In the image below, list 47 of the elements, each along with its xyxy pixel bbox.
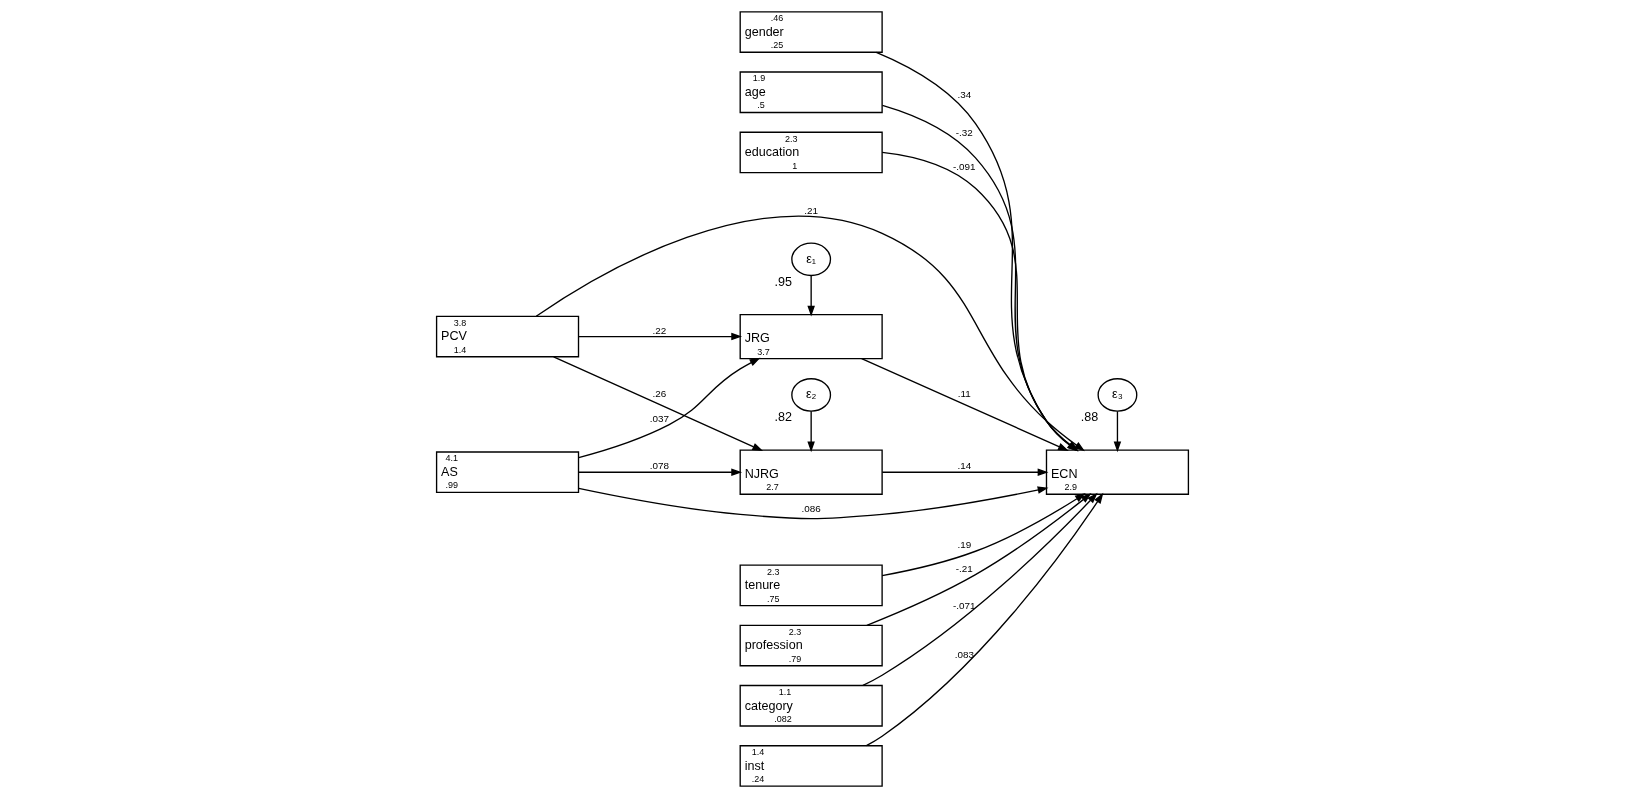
edge-label: .037 [649,412,669,424]
node-box: 2.3 profession .79 [739,624,883,667]
arrow [552,356,764,451]
edge-label: .083 [954,648,974,660]
node-box: JRG 3.7 [739,313,883,360]
arrow [578,357,761,459]
node-box: 3.8 PCV 1.4 [435,315,580,358]
edge-label: .19 [957,539,972,551]
edge-label: -.32 [955,127,973,139]
node-label: .88 [1080,410,1099,425]
edge-label: .14 [957,460,972,472]
node-box: 1.4 inst .24 [739,745,883,787]
arrow [578,332,743,341]
node-box: 4.1 AS .99 [435,451,580,494]
arrow [862,492,1098,687]
edge-label: .078 [649,460,669,472]
node-box: 1.1 category .082 [739,684,883,727]
node-box: NJRG 2.7 [739,449,883,495]
arrow [866,493,1092,626]
node-label: .82 [774,410,793,425]
node-ellipse: ε₃ [1097,378,1138,412]
arrow [578,486,1049,520]
arrow [860,358,1069,451]
node-ellipse: ε₁ [791,242,832,277]
edge-label: .26 [652,388,667,400]
edge-label: -.21 [955,562,973,574]
arrow [578,468,743,476]
node-box: 2.3 education 1 [739,131,883,174]
node-ellipse: ε₂ [791,378,832,412]
arrow [881,468,1049,476]
edge-label: .11 [957,388,971,400]
arrow [1113,410,1122,453]
edge-label: .21 [804,205,819,217]
edge-label: .22 [652,324,667,336]
arrow [807,410,815,453]
edge-label: .34 [957,89,972,101]
node-box: 2.3 tenure .75 [739,564,883,607]
edge-label: -.091 [953,161,976,173]
arrow [807,275,815,317]
arrow [881,493,1086,577]
arrow [865,492,1104,747]
node-label: .95 [774,274,793,289]
node-box: .46 gender .25 [739,11,883,53]
node-box: 1.9 age .5 [739,71,883,114]
node-box: ECN 2.9 [1045,449,1190,495]
edge-label: .086 [801,502,821,514]
edge-label: -.071 [953,599,976,611]
